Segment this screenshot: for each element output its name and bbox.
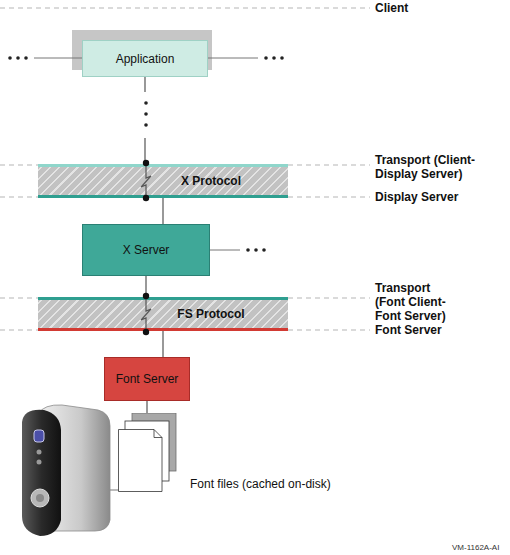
wire xyxy=(34,58,82,59)
level-lines xyxy=(0,8,370,330)
dot xyxy=(262,248,266,252)
break-symbols xyxy=(141,166,151,329)
transport-break-symbol xyxy=(141,299,151,329)
junction-dots xyxy=(143,160,149,335)
level-label: Client xyxy=(375,1,509,15)
ellipsis-dots xyxy=(8,56,284,252)
wire xyxy=(208,58,258,59)
dot xyxy=(24,56,28,60)
node-label: Font Server xyxy=(116,372,179,386)
page-fold xyxy=(154,430,162,438)
connector-line xyxy=(162,331,163,357)
dot xyxy=(16,56,20,60)
process-box: X Server xyxy=(82,224,210,276)
file-pages xyxy=(118,413,178,493)
file-stack: Font files (cached on-disk) xyxy=(118,413,178,493)
protocol-band: FS Protocol xyxy=(38,297,288,331)
drive-slot xyxy=(31,489,49,507)
wire xyxy=(210,250,240,251)
figure-id: VM-1162A-AI xyxy=(452,541,510,555)
connector-line xyxy=(162,198,163,224)
transport-break-symbol xyxy=(141,166,151,196)
dot xyxy=(144,101,148,105)
process-box: Font Server xyxy=(104,357,190,401)
node-label: X Server xyxy=(123,243,170,257)
indicator-light xyxy=(37,460,42,465)
dot xyxy=(144,123,148,127)
dashed-level-line xyxy=(0,8,370,9)
dot xyxy=(264,56,268,60)
dot xyxy=(272,56,276,60)
protocol-band: X Protocol xyxy=(38,164,288,198)
page xyxy=(119,430,163,492)
dot xyxy=(280,56,284,60)
indicator-light xyxy=(37,450,42,455)
junction-dot xyxy=(143,195,149,201)
dot xyxy=(254,248,258,252)
computer-front xyxy=(22,410,61,536)
level-label: Transport (Client-Display Server) xyxy=(375,153,509,181)
power-button xyxy=(34,430,44,442)
drive-slot xyxy=(36,494,44,502)
level-label: Display Server xyxy=(375,190,509,204)
node-label: X Protocol xyxy=(181,174,241,188)
junction-dot xyxy=(143,329,149,335)
connector-line xyxy=(144,77,145,164)
connector-line xyxy=(146,401,147,413)
node-label: Font files (cached on-disk) xyxy=(190,477,331,491)
level-label: Font Server xyxy=(375,323,509,337)
junction-dot xyxy=(143,160,149,166)
node-label: FS Protocol xyxy=(177,307,244,321)
application-box: Application xyxy=(82,40,208,77)
computer-illustration xyxy=(22,405,110,536)
node-label: Application xyxy=(116,52,175,66)
dot xyxy=(8,56,12,60)
dot xyxy=(144,112,148,116)
junction-dot xyxy=(143,293,149,299)
dot xyxy=(246,248,250,252)
level-label: Transport (Font Client-Font Server) xyxy=(375,281,459,323)
